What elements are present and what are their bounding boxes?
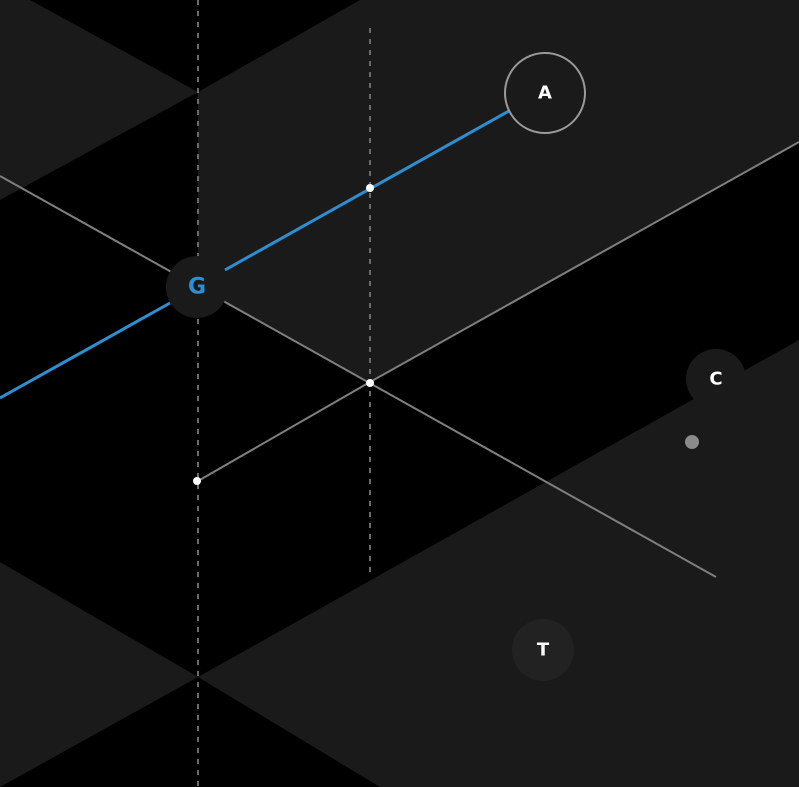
node-g-label: G <box>188 275 206 300</box>
node-t-label: T <box>537 640 550 661</box>
diagonal-line-main <box>0 175 717 578</box>
diagonal-line-short <box>197 381 371 482</box>
node-t-circle <box>512 619 574 681</box>
junction-dot-left <box>193 477 201 485</box>
lower-right-band <box>198 340 799 787</box>
lower-left-band <box>0 562 198 787</box>
node-a-ring <box>504 52 586 134</box>
node-c[interactable]: C <box>686 349 746 409</box>
junction-dot-center <box>366 379 374 387</box>
blue-line-left <box>0 301 171 400</box>
node-g-circle <box>166 256 228 318</box>
node-g[interactable]: G <box>166 256 228 318</box>
gray-dot <box>685 435 699 449</box>
diagonal-line-upper-right <box>369 141 799 383</box>
junction-dot-upper <box>366 184 374 192</box>
node-a-label: A <box>538 83 552 104</box>
node-t[interactable]: T <box>512 619 574 681</box>
left-edge-band <box>0 0 198 200</box>
upper-center-band <box>198 0 799 382</box>
node-a[interactable]: A <box>504 52 586 134</box>
node-c-label: C <box>709 369 722 390</box>
node-c-circle <box>686 349 746 409</box>
